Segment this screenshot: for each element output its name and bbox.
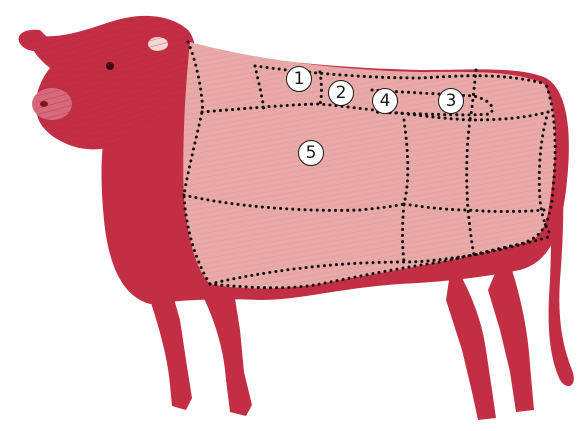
cut-label-4: 4 bbox=[372, 88, 398, 114]
cut-label-5: 5 bbox=[298, 140, 324, 166]
cut-label-3: 3 bbox=[438, 88, 464, 114]
cut-label-1: 1 bbox=[286, 66, 312, 92]
cut-label-2: 2 bbox=[328, 80, 354, 106]
